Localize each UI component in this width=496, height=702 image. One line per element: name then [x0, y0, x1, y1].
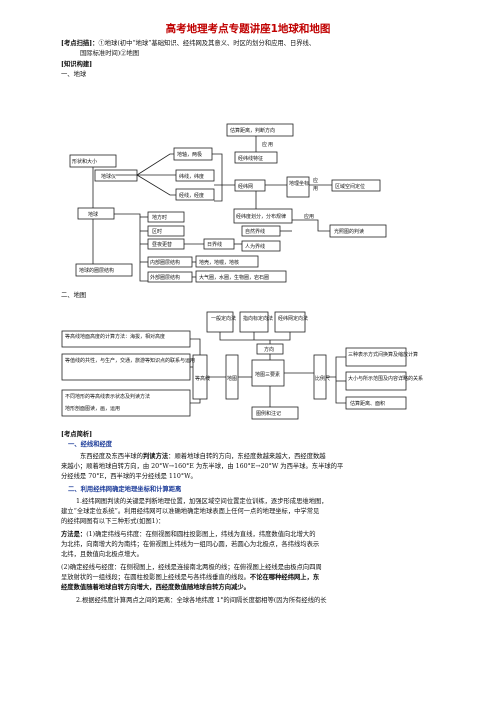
- label-grid-law: 经纬线特征: [238, 155, 263, 162]
- label-inner: 内部圈层结构: [150, 259, 180, 266]
- label-dateline: 日界线: [207, 241, 222, 248]
- para1-pre: 东西经度及东西半球的: [80, 453, 143, 460]
- label-symbols: 图例和注记: [256, 410, 281, 417]
- label-human: 人为界线: [245, 243, 265, 250]
- box-general: [206, 311, 234, 333]
- box-grid-coord: [233, 208, 293, 224]
- para1-line2: 来越小；顺着地球自转方向，由 20°W→160°E 为东半球，由 160°E→2…: [61, 463, 344, 470]
- label-grid-coord: 经纬度划分，分布规律: [236, 213, 286, 220]
- box-gridmeth: [274, 311, 306, 333]
- label-contour-feat: 等值线的共性，与生产，交通，旅游等知识点的联系与运用: [65, 357, 195, 364]
- label-map: 地图: [227, 375, 237, 382]
- box-lat: [175, 169, 215, 182]
- box-lon: [175, 188, 215, 201]
- box-region: [331, 179, 381, 192]
- label-spheres: 大气圈，水圈，生物圈，岩石圈: [199, 274, 269, 281]
- label-axis-poles: 地轴，两极: [177, 151, 202, 158]
- label-estimate2: 估算距离、面积: [350, 400, 385, 407]
- label-profile: 地形剖面图读，画，运用: [65, 405, 120, 412]
- box-human: [241, 240, 281, 252]
- para4-text: 呈放射状的一组线段；在圆柱投影图上经线是与各纬线垂直的线段。: [61, 574, 250, 581]
- para4-line2: 呈放射状的一组线段；在圆柱投影图上经线是与各纬线垂直的线段。不论在哪种经纬网上，…: [61, 574, 319, 582]
- label-globe-model: 地球仪: [101, 173, 116, 180]
- para1-bold: 判读方法: [142, 453, 169, 460]
- box-spheres: [195, 270, 287, 283]
- label-local-time: 地方时: [152, 214, 167, 221]
- section-map-heading: 二、地图: [61, 292, 87, 299]
- label-shape: 形状和大小: [72, 158, 97, 165]
- heading-meridians: 一、经线和经度: [68, 441, 113, 448]
- scan-label: [考点扫描]：: [61, 40, 99, 47]
- label-dawn: 光照图的判读: [334, 228, 364, 235]
- para3-label: 方法是：: [61, 531, 87, 538]
- para4-line3: 经度数值随着地球自转方向增大，西经度数值随地球自转方向减少。: [61, 584, 250, 591]
- para4-line1: (2)确定经线与经度：在侧视图上，经线是连接南北两极的线；在俯视图上经线是由极点…: [61, 564, 322, 571]
- label-contour-calc: 等高线地面高度的计算方法：海拔，相对高度: [65, 333, 165, 340]
- para2-line2: 建立“全球定位系统”。利用经纬网可以准确地确定地球表面上任何一点的地理坐标，中学…: [61, 508, 320, 515]
- label-dst: 昼夜更替: [152, 241, 172, 248]
- label-gridmeth: 经纬网定向法: [278, 315, 308, 322]
- section-earth-heading: 一、地球: [61, 71, 87, 78]
- para3-line3: 北纬，且数值向北极点增大。: [61, 551, 143, 558]
- label-contour-judge: 不同地形的等高线表示状态及判读方法: [65, 393, 150, 400]
- label-pointer: 指向标定向法: [243, 315, 273, 322]
- box-crust: [195, 255, 259, 268]
- label-contour: 等高线: [195, 375, 210, 382]
- scan-text-1: ①地球(初中“地球”基础知识、经纬网及其意义、时区的划分和应用、日界线、: [98, 40, 316, 47]
- label-layers: 地球的圈层结构: [79, 267, 114, 274]
- para3-line1: 方法是：(1)确定纬线与纬度：在侧视图和圆柱投影图上，纬线为直线，纬度数值向北增…: [61, 531, 316, 539]
- label-general: 一般定向法: [211, 315, 236, 322]
- para2-line1: 1.经纬网图判读的关键是判断地理位置，加强区域空间位置定位训练，逐步形成思维地图…: [76, 498, 328, 505]
- label-estimate: 估算距离，判断方向: [230, 127, 275, 134]
- label-scale-rel: 大小与所示范围及内容详略的关系: [348, 375, 423, 382]
- para5-line1: 2.根据经纬度计算两点之间的距离：全球各地纬度 1°的间隔长度都相等(因为所有经…: [76, 597, 327, 604]
- label-apply-1: 应: [262, 141, 267, 148]
- para4-bold1: 不论在哪种经纬网上，东: [249, 574, 320, 581]
- label-crust: 地壳，地幔，地核: [199, 259, 239, 266]
- analysis-label: [考点简析]: [61, 431, 93, 438]
- label-earth: 地球: [88, 211, 98, 218]
- scan-line-2: 国际标准时间)②地图: [80, 50, 140, 57]
- box-symbols: [251, 406, 299, 420]
- para1-mid: ：顺着地球自转的方向，东经度数越来越大，西经度数越: [168, 453, 326, 460]
- para1-line3: 分经线是 70°E，西半球的平分经线是 110°W。: [61, 473, 197, 480]
- para3-line2: 为北纬，向南增大的为南纬；在俯视图上纬线为一组同心圆，若圆心为北极点，各纬线均表…: [61, 541, 320, 548]
- label-scale: 比例尺: [315, 375, 330, 382]
- label-outer: 外部圈层结构: [150, 274, 180, 281]
- label-scale-conv: 三种表示方式间换算及缩放计算: [348, 351, 418, 358]
- box-pointer: [239, 311, 269, 333]
- label-apply-1b: 用: [268, 142, 273, 148]
- label-geo-coord: 地理坐标: [289, 180, 309, 187]
- label-region: 区域空间定位: [335, 183, 365, 190]
- knowledge-label: [知识构建]: [61, 61, 93, 68]
- heading-coordinates: 二、利用经纬网确定地理坐标和计算距离: [68, 486, 182, 493]
- box-globe-model: [94, 169, 138, 182]
- box-estimate: [226, 123, 294, 137]
- document-title: 高考地理考点专题讲座1地球和地图: [165, 23, 331, 35]
- label-direction: 方向: [264, 346, 274, 353]
- box-grid: [234, 179, 266, 192]
- para1-line1: 东西经度及东西半球的判读方法：顺着地球自转的方向，东经度数越来越大，西经度数越: [80, 453, 326, 461]
- box-geo-coord: [286, 176, 310, 198]
- label-map3: 地图三要素: [255, 371, 280, 378]
- box-layers: [75, 263, 133, 277]
- label-apply-2: 应: [313, 177, 318, 184]
- label-lat: 纬线，纬度: [179, 173, 204, 180]
- label-apply-2b: 用: [313, 186, 318, 192]
- label-lon: 经线，经度: [179, 192, 204, 199]
- box-earth: [77, 207, 115, 220]
- label-apply-h: 应用: [304, 213, 314, 220]
- label-grid: 经纬网: [238, 183, 253, 190]
- para3-text: (1)确定纬线与纬度：在侧视图和圆柱投影图上，纬线为直线，纬度数值向北增大的: [86, 531, 316, 538]
- para2-line3: 的经纬网图有以下三种形式(如图1)：: [61, 518, 165, 525]
- label-zone-time: 区时: [152, 228, 162, 235]
- label-natural: 自然界线: [245, 228, 265, 235]
- scan-line-1: [考点扫描]：①地球(初中“地球”基础知识、经纬网及其意义、时区的划分和应用、日…: [61, 40, 315, 48]
